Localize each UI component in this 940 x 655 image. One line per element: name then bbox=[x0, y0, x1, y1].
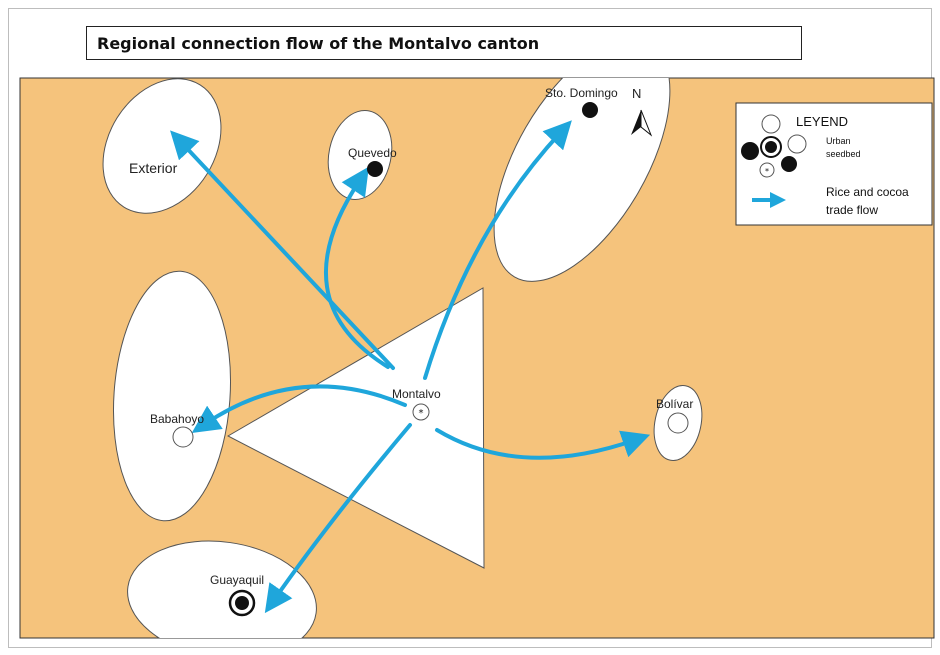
north-arrow-icon-right bbox=[640, 109, 653, 137]
legend-flow-arrow-icon bbox=[770, 192, 786, 208]
babahoyo-zone bbox=[112, 270, 232, 522]
montalvo-zone bbox=[226, 287, 485, 569]
santo-domingo-marker bbox=[582, 102, 598, 118]
label-quevedo: Quevedo bbox=[348, 146, 397, 160]
legend-urban-filled-icon bbox=[741, 142, 759, 160]
flow-arrow-babahoyo bbox=[191, 384, 407, 433]
guayaquil-zone bbox=[127, 540, 317, 638]
label-santo-domingo: Sto. Domingo bbox=[545, 86, 618, 100]
bolivar-marker bbox=[667, 412, 689, 434]
legend-urban-open-small-icon bbox=[787, 134, 807, 154]
exterior-zone bbox=[102, 78, 222, 214]
santo-domingo-zone bbox=[493, 78, 671, 282]
legend-star-glyph: * bbox=[765, 167, 769, 176]
legend-urban-main-core-icon bbox=[765, 141, 777, 153]
flow-arrow-quevedo bbox=[323, 166, 390, 369]
legend-urban-line1: Urban bbox=[826, 136, 851, 146]
montalvo-marker bbox=[412, 403, 430, 421]
legend-title: LEYEND bbox=[796, 114, 848, 129]
flow-arrow-guayaquil bbox=[264, 423, 412, 614]
map-title: Regional connection flow of the Montalvo… bbox=[86, 26, 802, 60]
label-north: N bbox=[632, 86, 641, 101]
guayaquil-marker-core bbox=[235, 596, 249, 610]
legend-urban-filled-small-icon bbox=[781, 156, 797, 172]
flow-arrow-santo-domingo bbox=[423, 120, 572, 380]
legend: LEYEND * Urban seedbed Rice and cocoa tr… bbox=[735, 102, 933, 226]
quevedo-marker bbox=[367, 161, 383, 177]
label-guayaquil: Guayaquil bbox=[210, 573, 264, 587]
label-montalvo: Montalvo bbox=[392, 387, 441, 401]
north-arrow-icon bbox=[631, 110, 641, 135]
babahoyo-marker bbox=[172, 426, 194, 448]
label-babahoyo: Babahoyo bbox=[150, 412, 204, 426]
montalvo-star-icon: * bbox=[419, 408, 424, 419]
legend-flow-line2: trade flow bbox=[826, 203, 878, 217]
flow-arrow-bolivar bbox=[435, 428, 651, 460]
legend-urban-star-icon bbox=[759, 162, 775, 178]
legend-flow-line1: Rice and cocoa bbox=[826, 185, 909, 199]
flow-arrow-exterior bbox=[170, 130, 395, 370]
label-exterior: Exterior bbox=[129, 160, 178, 176]
legend-urban-line2: seedbed bbox=[826, 149, 861, 159]
label-bolivar: Bolívar bbox=[656, 397, 693, 411]
legend-urban-open-icon bbox=[761, 114, 781, 134]
